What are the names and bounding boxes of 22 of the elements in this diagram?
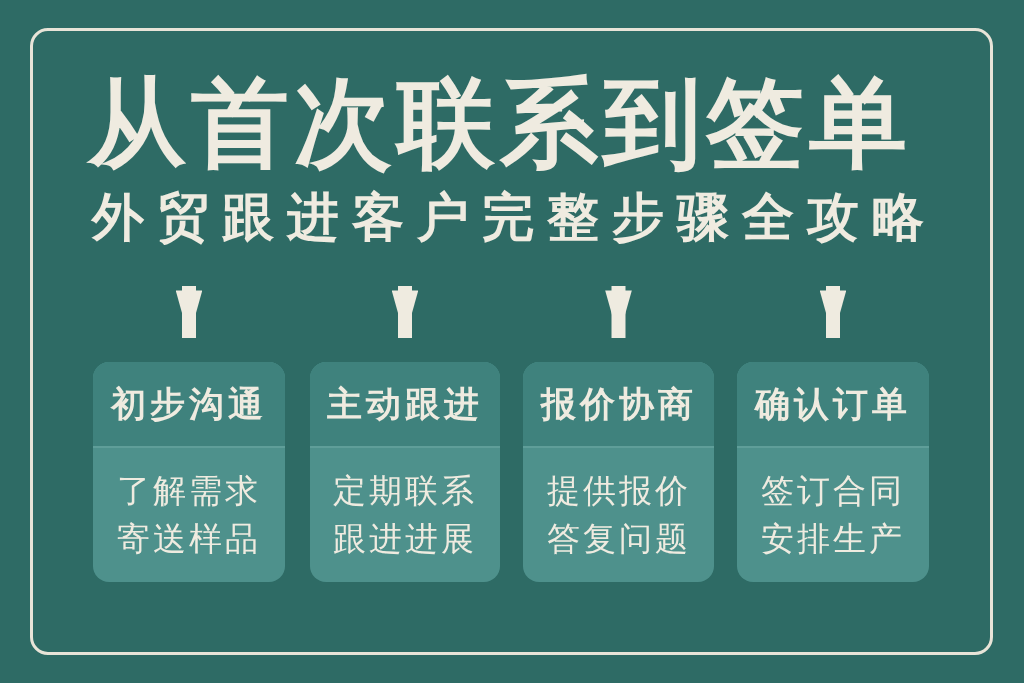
title: 从首次联系到签单 bbox=[88, 68, 912, 178]
step-card bbox=[523, 362, 714, 582]
step-detail: 提供报价 bbox=[546, 470, 691, 512]
step-detail: 跟进进展 bbox=[333, 518, 477, 560]
step-detail: 答复问题 bbox=[546, 518, 691, 560]
step-detail: 了解需求 bbox=[117, 470, 261, 512]
step-detail: 签订合同 bbox=[761, 470, 905, 512]
step-detail: 定期联系 bbox=[333, 470, 477, 512]
step-card bbox=[737, 362, 929, 582]
down-arrow bbox=[819, 286, 847, 338]
down-arrow bbox=[605, 286, 632, 338]
step-heading: 主动跟进 bbox=[327, 382, 483, 426]
step-detail: 寄送样品 bbox=[117, 518, 261, 560]
step-heading: 报价协商 bbox=[540, 382, 697, 426]
step-heading: 初步沟通 bbox=[111, 382, 267, 426]
down-arrow bbox=[175, 286, 203, 338]
down-arrow bbox=[391, 286, 419, 338]
step-card bbox=[310, 362, 500, 582]
step-detail: 安排生产 bbox=[761, 518, 905, 560]
step-card bbox=[93, 362, 285, 582]
step-heading: 确认订单 bbox=[755, 382, 911, 426]
subtitle: 外贸跟进客户完整步骤全攻略 bbox=[92, 186, 937, 248]
